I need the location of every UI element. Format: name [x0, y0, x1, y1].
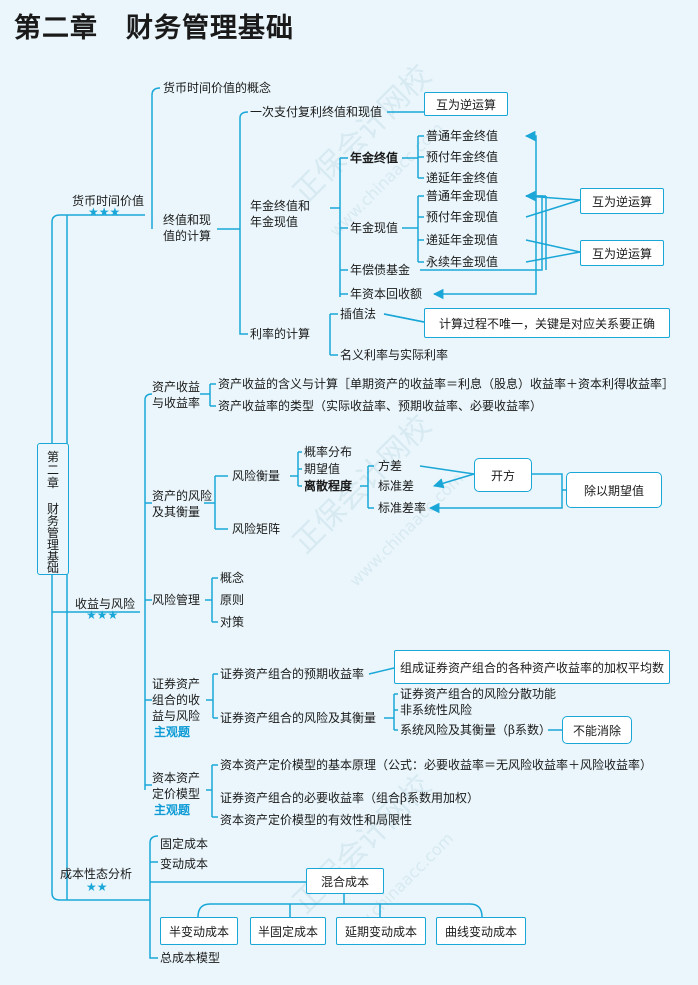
- node-capm-2: 定价模型: [152, 787, 201, 801]
- portfolio-item: 证券资产组合的预期收益率: [220, 667, 365, 681]
- stars: ★★★: [88, 205, 121, 219]
- mgmt-item: 原则: [220, 593, 245, 607]
- dispersion-item: 标准差率: [378, 501, 427, 515]
- portfolio-risk-item: 非系统性风险: [400, 703, 473, 717]
- root-char: 章: [46, 476, 59, 490]
- box-curve-variable: 曲线变动成本: [436, 917, 526, 945]
- box-cannot-eliminate: 不能消除: [562, 716, 632, 744]
- node-capm-1: 资本资产: [152, 771, 201, 785]
- node-cost-behavior: 成本性态分析: [60, 867, 133, 881]
- node-asset-return-1: 资产收益: [152, 380, 201, 394]
- node-pv: 年金现值: [350, 221, 399, 235]
- pv-item: 普通年金现值: [426, 189, 499, 203]
- node-asset-risk-2: 及其衡量: [152, 505, 201, 519]
- node-calc-line2: 值的计算: [163, 229, 212, 243]
- node-time-value: 货币时间价值: [72, 194, 145, 208]
- mgmt-item: 对策: [220, 615, 245, 629]
- box-mixed-cost: 混合成本: [306, 868, 384, 894]
- box-weighted-average: 组成证券资产组合的各种资产收益率的加权平均数: [394, 650, 670, 684]
- return-item: 资产收益的含义与计算［单期资产的收益率＝利息（股息）收益率＋资本利得收益率］: [218, 377, 675, 391]
- node-return-risk: 收益与风险: [75, 597, 136, 611]
- tag-subjective: 主观题: [154, 725, 191, 739]
- box-inverse-pv2: 互为逆运算: [580, 240, 664, 266]
- dispersion-item: 方差: [378, 459, 403, 473]
- measure-item: 离散程度: [304, 479, 353, 493]
- dispersion-item: 标准差: [378, 479, 415, 493]
- node-asset-risk-1: 资产的风险: [152, 489, 213, 503]
- capm-item: 资本资产定价模型的基本原理（公式：必要收益率＝无风险收益率＋风险收益率）: [220, 758, 653, 772]
- fv-item: 普通年金终值: [426, 129, 499, 143]
- root-char: 务: [46, 514, 59, 528]
- node-risk-mgmt: 风险管理: [152, 593, 201, 607]
- portfolio-risk-item: 系统风险及其衡量（β系数）: [400, 723, 551, 737]
- node-fixed-cost: 固定成本: [160, 837, 209, 851]
- node-portfolio-1: 证券资产: [152, 677, 201, 691]
- node-variable-cost: 变动成本: [160, 857, 209, 871]
- root-char: 础: [46, 561, 59, 575]
- box-semi-fixed: 半固定成本: [250, 917, 326, 945]
- node-nominal-rate: 名义利率与实际利率: [340, 348, 449, 362]
- node-risk-measure: 风险衡量: [232, 469, 281, 483]
- root-char: 基: [46, 550, 59, 564]
- box-inverse-pv: 互为逆运算: [580, 188, 664, 214]
- page-title: 第二章 财务管理基础: [14, 13, 294, 44]
- node-portfolio-3: 益与风险: [152, 709, 201, 723]
- return-item: 资产收益率的类型（实际收益率、预期收益率、必要收益率）: [218, 399, 543, 413]
- box-semi-variable: 半变动成本: [160, 917, 238, 945]
- node-rate-calc: 利率的计算: [250, 327, 311, 341]
- root-char: 财: [46, 502, 59, 516]
- pv-item: 永续年金现值: [426, 255, 499, 269]
- measure-item: 概率分布: [304, 445, 353, 459]
- node-asset-return-2: 与收益率: [152, 396, 201, 410]
- root-node: 第 二 章 财 务 管 理 基 础: [37, 443, 69, 575]
- mgmt-item: 概念: [220, 571, 245, 585]
- tag-subjective: 主观题: [154, 803, 191, 817]
- box-delayed-variable: 延期变动成本: [336, 917, 426, 945]
- pv-item: 递延年金现值: [426, 233, 499, 247]
- fv-item: 预付年金终值: [426, 150, 499, 164]
- portfolio-risk-item: 证券资产组合的风险分散功能: [400, 687, 557, 701]
- node-sinking-fund: 年偿债基金: [350, 263, 411, 277]
- node-calc-line1: 终值和现: [163, 213, 212, 227]
- box-sqrt: 开方: [474, 458, 532, 492]
- root-char: 管: [46, 526, 59, 540]
- measure-item: 期望值: [304, 462, 341, 476]
- node-fv: 年金终值: [350, 151, 399, 165]
- root-char: 理: [46, 538, 59, 552]
- fv-item: 递延年金终值: [426, 171, 499, 185]
- node-capital-recovery: 年资本回收额: [350, 287, 423, 301]
- node-risk-matrix: 风险矩阵: [232, 522, 281, 536]
- root-char: 二: [46, 463, 59, 477]
- node-interpolation: 插值法: [340, 307, 377, 321]
- box-inverse: 互为逆运算: [424, 92, 508, 116]
- capm-item: 资本资产定价模型的有效性和局限性: [220, 813, 413, 827]
- node-annuity-line1: 年金终值和: [250, 199, 311, 213]
- capm-item: 证券资产组合的必要收益率（组合β系数用加权）: [220, 791, 479, 805]
- box-interp-note: 计算过程不唯一，关键是对应关系要正确: [424, 308, 670, 338]
- node-concept: 货币时间价值的概念: [163, 81, 272, 95]
- root-char: 第: [46, 450, 59, 464]
- pv-item: 预付年金现值: [426, 210, 499, 224]
- node-portfolio-2: 组合的收: [152, 693, 201, 707]
- stars: ★★★: [86, 608, 119, 622]
- node-total-cost-model: 总成本模型: [160, 951, 221, 965]
- portfolio-item: 证券资产组合的风险及其衡量: [220, 711, 377, 725]
- node-annuity-line2: 年金现值: [250, 215, 299, 229]
- stars: ★★: [86, 880, 108, 894]
- box-divide-expected: 除以期望值: [566, 472, 662, 508]
- node-single-payment: 一次支付复利终值和现值: [250, 105, 383, 119]
